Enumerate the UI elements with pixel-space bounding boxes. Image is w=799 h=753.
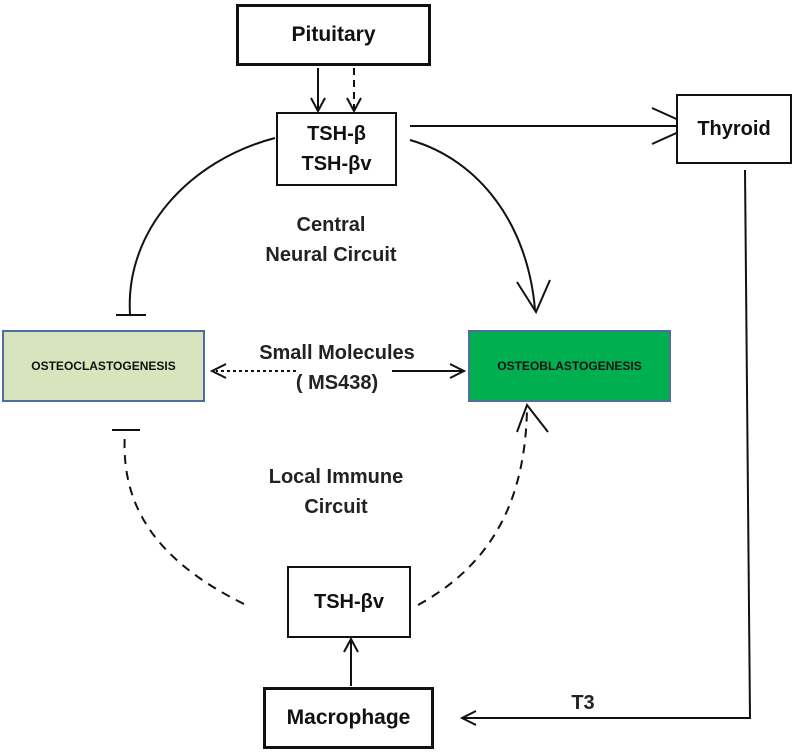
central-inhibit-curve [128, 137, 276, 315]
tsh-beta-label: TSH-β [307, 123, 366, 145]
central-activate-arrowhead [516, 279, 551, 315]
tsh-bottom-box: TSH-βv [287, 566, 411, 638]
tsh-top-box: TSH-β TSH-βv [276, 112, 397, 186]
t3-arrowhead [459, 710, 477, 726]
macrophage-label: Macrophage [286, 706, 411, 729]
small-molecules-left-arrowhead [209, 363, 227, 379]
thyroid-label: Thyroid [697, 117, 771, 140]
tsh-beta-v-label: TSH-βv [301, 153, 372, 175]
osteoblastogenesis-box: OSTEOBLASTOGENESIS [468, 330, 671, 402]
local-immune-circuit-label: Local Immune Circuit [268, 466, 404, 518]
thyroid-box: Thyroid [676, 94, 792, 164]
central-neural-circuit-label: Central Neural Circuit [265, 214, 397, 266]
t3-path [462, 169, 752, 719]
osteoclastogenesis-label: OSTEOCLASTOGENESIS [31, 359, 176, 373]
tsh-bottom-label: TSH-βv [314, 590, 384, 613]
macrophage-box: Macrophage [263, 687, 434, 749]
pituitary-box: Pituitary [236, 4, 431, 66]
small-molecules-label: Small Molecules ( MS438) [259, 342, 415, 394]
local-inhibit-curve [123, 431, 245, 605]
pituitary-label: Pituitary [291, 23, 376, 46]
osteoblastogenesis-label: OSTEOBLASTOGENESIS [497, 359, 642, 373]
macrophage-to-tsh-arrowhead [343, 636, 359, 653]
pituitary-solid-arrowhead [310, 97, 326, 114]
local-activate-arrowhead [516, 402, 549, 433]
osteoclastogenesis-box: OSTEOCLASTOGENESIS [2, 330, 205, 402]
small-molecules-right-arrowhead [449, 363, 467, 379]
pituitary-dashed-arrowhead [346, 97, 362, 114]
t3-label: T3 [571, 692, 595, 714]
local-activate-curve [417, 409, 528, 606]
central-activate-curve [409, 139, 536, 311]
